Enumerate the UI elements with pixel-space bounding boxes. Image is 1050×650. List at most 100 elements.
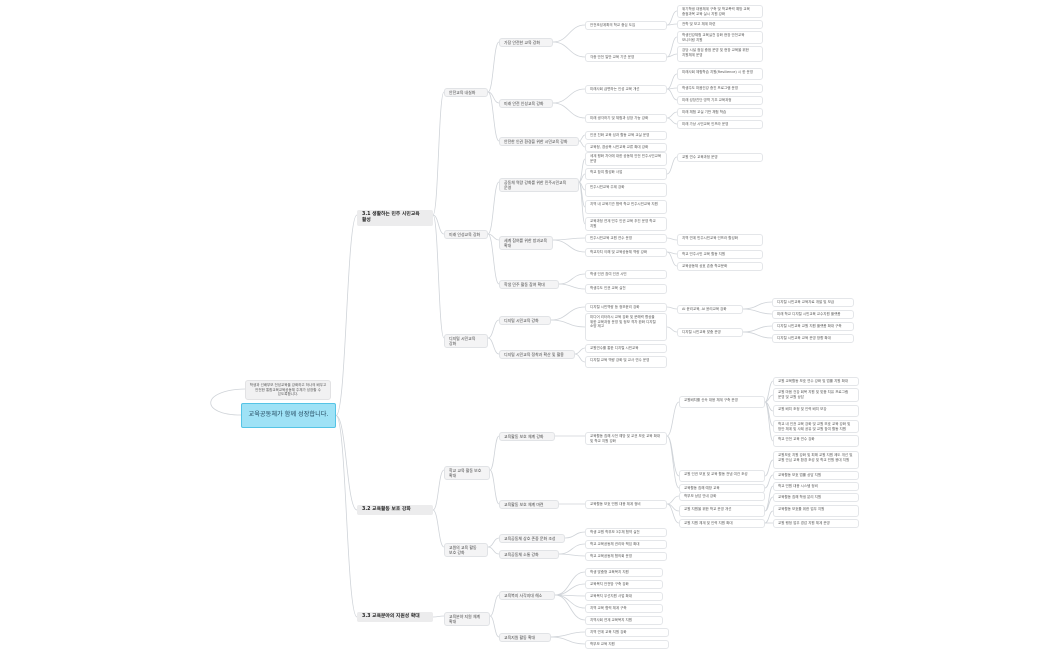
leaf-node[interactable]: 교원 연수 교육과정 운영 — [677, 153, 763, 162]
branch-node[interactable]: 교육분야 지원 체계 확대 — [444, 612, 490, 627]
leaf-node[interactable]: 학생 맞춤형 교육복지 지원 — [585, 568, 663, 577]
branch-node[interactable]: 교원의 교육 활동 보호 강화 — [444, 543, 488, 558]
leaf-node[interactable]: 교원 마음 건강 회복 지원 및 맞춤 치유 프로그램 운영 및 교원 상담 — [773, 388, 859, 402]
branch-node[interactable]: 학교 교육 활동 보호 확대 — [444, 466, 490, 481]
leaf-node[interactable]: 미래 가상 시민교육 인프라 운영 — [677, 120, 763, 129]
leaf-node[interactable]: 교육공동체 상호 존중 학교문화 — [677, 262, 763, 271]
leaf-node[interactable]: 미래 성장진단 영역 기초 교육과정 — [677, 96, 763, 105]
leaf-node[interactable]: 학교 민주시민 교육 활동 지원 — [677, 250, 763, 259]
leaf-node[interactable]: 교육활동 보호 민원 대응 체계 정비 — [585, 500, 667, 509]
leaf-node[interactable]: 민주시민교육 교원 연수 운영 — [585, 234, 667, 243]
leaf-node[interactable]: 학교 안전 교육 연수 강화 — [773, 435, 859, 447]
leaf-node[interactable]: 지역 연계 교육 지원 강화 — [585, 628, 669, 637]
branch-node[interactable]: 미래 인성교육 강화 — [444, 230, 488, 240]
leaf-node[interactable]: 교육복지 우선지원 사업 확대 — [585, 592, 663, 601]
leaf-node[interactable]: 학생주도 마음건강 증진 프로그램 운영 — [677, 84, 763, 93]
leaf-node[interactable]: 교육활동 침해 예방 교육 — [679, 484, 765, 493]
branch-node[interactable]: 디지털 시민교육 정착과 확산 및 활용 — [499, 350, 575, 360]
leaf-node[interactable]: 학생주도 인권 교육 실천 — [585, 284, 667, 294]
leaf-node[interactable]: 교육활동 보호를 위한 업무 지원 — [773, 505, 859, 517]
leaf-node[interactable]: 학교 교육공동체 권리와 책임 확대 — [585, 540, 667, 549]
leaf-node[interactable]: AI 윤리교육, AI 윤리교육 강화 — [677, 305, 743, 314]
leaf-node[interactable]: 교육청, 경상북 시민교육 교류 확대 강화 — [585, 143, 667, 152]
leaf-node[interactable]: 학생 인권 참여 인권 시민 — [585, 270, 667, 279]
leaf-node[interactable]: 지역 연계 민주시민교육 인프라 활성화 — [677, 234, 763, 246]
leaf-node[interactable]: 지역 교육 협력 체계 구축 — [585, 604, 663, 613]
leaf-node[interactable]: 안전조성계획의 학교 중심 도입 — [585, 21, 667, 30]
branch-node[interactable]: 교육활동 보호 체계 마련 — [499, 500, 559, 510]
leaf-node[interactable]: 디지털 시민역량 등 정보윤리 강화 — [585, 303, 667, 312]
leaf-node[interactable]: 교육과정 연계 민주 인권 교육 추진 운영 학교 지원 — [585, 217, 667, 231]
leaf-node[interactable]: 지역사회 연계 교육복지 지원 — [585, 616, 663, 625]
leaf-node[interactable]: 위기학생 대응체계 구축 및 학교폭력 예방 교육 중점과목 교육 실시 지원 … — [677, 5, 763, 19]
connector-line — [742, 301, 773, 310]
leaf-node[interactable]: 학부모 상담 안내 강화 — [679, 492, 765, 501]
leaf-node[interactable]: 세계 평화 차이에 대한 공동체 안전 민주시민교육 운영 — [585, 152, 667, 166]
leaf-node[interactable]: 교육복지 안전망 구축 강화 — [585, 580, 663, 589]
leaf-node[interactable]: 교원 행정 업무 경감 지원 체계 운영 — [773, 519, 859, 528]
branch-node[interactable]: 학생 민주 활동 참여 확대 — [499, 280, 559, 290]
leaf-node[interactable]: 학교 교육공동체 협의회 운영 — [585, 552, 667, 561]
leaf-node[interactable]: 교육활동 보호 법률 상담 지원 — [773, 471, 859, 480]
section-1[interactable]: 3.1 생활하는 민주 시민교육 활성 — [357, 210, 433, 227]
leaf-node[interactable]: 학교 내 인권 교육 강화 및 교원 보호 교육 강화 및 방안 체계 및 사례… — [773, 420, 859, 434]
leaf-node[interactable]: 미래사회 급변하는 인성 교육 개선 — [585, 85, 667, 94]
leaf-node[interactable]: 학부모 교육 지원 — [585, 640, 669, 649]
branch-node[interactable]: 안전교육 내실화 — [444, 88, 488, 98]
branch-node[interactable]: 안전한 인권 환경을 위한 시민교육 강화 — [499, 137, 579, 147]
leaf-node[interactable]: 교원 인권 보호 및 교육 활동 전념 여건 조성 — [679, 470, 765, 482]
branch-node[interactable]: 세계 참여를 위한 방과교육 확대 — [499, 236, 553, 251]
leaf-node[interactable]: 교원보호 지원 강화 및 피해 교원 지원 제도 개선 및 교원 안심 교육 환… — [773, 451, 859, 469]
leaf-node[interactable]: 교육활동 침해 학생 분리 지원 — [773, 493, 859, 502]
leaf-node[interactable]: 교원 지원 체계 및 인력 지원 확대 — [679, 519, 765, 528]
branch-node[interactable]: 교육활동 보호 체계 강화 — [499, 432, 555, 442]
leaf-node[interactable]: 미래사회 체험학습 지원(Resilience) 시 한 운영 — [677, 68, 763, 80]
leaf-node[interactable]: 학교자치 이해 및 교육공동체 역량 강화 — [585, 248, 667, 257]
leaf-node[interactable]: 지역 내 교육기관 협력 학교 민주시민교육 지원 — [585, 200, 667, 214]
leaf-node[interactable]: 학교 참여 활성화 사업 — [585, 168, 667, 180]
leaf-node[interactable]: 디지털 시민교육 맞춤 운영 — [677, 328, 743, 337]
branch-node[interactable]: 미래 안전 인성교육 강화 — [499, 99, 553, 109]
leaf-node[interactable]: 교원연수를 통한 디지털 시민교육 — [585, 344, 667, 353]
branch-node[interactable]: 공동체 역량 강화를 위한 민주시민교육 운영 — [499, 178, 579, 193]
leaf-node[interactable]: 미래 체험 교실 기반 체험 학습 — [677, 108, 763, 117]
connector-line — [550, 319, 586, 328]
section-3[interactable]: 3.3 교육분야의 지원성 확대 — [357, 612, 433, 623]
leaf-node[interactable]: 미래 생각하기 및 체험과 성장 가능 강화 — [585, 114, 667, 123]
leaf-node[interactable]: 전학 및 보고 체계 마련 — [677, 20, 763, 29]
root-note[interactable]: 학생과 선배부모 전성교육을 강화하고 하나의 배우고 안전한 통합교육교육공동… — [245, 380, 331, 400]
connector-line — [666, 306, 678, 310]
branch-node[interactable]: 디지털 시민교육 강화 — [499, 316, 551, 326]
leaf-node[interactable]: 학생건강체험 교육실천 강화 현장 안전교육 모니터링 지원 — [677, 31, 763, 45]
leaf-node[interactable]: 미디어 리터러시 교육 강화 및 문해력 향상을 위한 교육과정 운영 및 정보… — [585, 313, 667, 341]
leaf-node[interactable]: 교원 교육활동 보호 연수 강화 및 법률 지원 확대 — [773, 377, 859, 386]
leaf-node[interactable]: 디지털 시민교육 교육자료 개발 및 보급 — [772, 298, 854, 307]
root-node[interactable]: 교육공동체가 함께 성장합니다. — [241, 403, 336, 428]
leaf-node[interactable]: 교육활동 침해 사전 예방 및 교권 보호 교육 확대 및 학교 지원 강화 — [585, 432, 667, 446]
leaf-node[interactable]: 미래 학교 디지털 시민교육 교수지원 플랫폼 — [772, 310, 854, 319]
branch-node[interactable]: 교육공동체 상호 존중 문화 조성 — [499, 534, 565, 544]
connector-line — [666, 326, 678, 333]
leaf-node[interactable]: 학생 교원 학부모 3주체 협약 실천 — [585, 528, 667, 537]
connector-line — [552, 239, 586, 253]
section-2[interactable]: 3.2 교육활동 보호 강화 — [357, 505, 433, 516]
leaf-node[interactable]: 디지털 시민교육 교육 운영 방향 확대 — [772, 334, 854, 343]
connector-line — [554, 594, 586, 609]
leaf-node[interactable]: 민주시민교육 주제 강화 — [585, 183, 667, 197]
branch-node[interactable]: 디지털 시민교육 강화 — [444, 334, 488, 349]
leaf-node[interactable]: 교원 배치 조정 및 인력 배치 보강 — [773, 405, 859, 417]
connector-line — [666, 435, 680, 477]
branch-node[interactable]: 교육공동체 소통 강화 — [499, 550, 559, 560]
leaf-node[interactable]: 교원배치를 신속 대응 체계 구축 운영 — [679, 396, 765, 408]
leaf-node[interactable]: 인권 친화 교육 성과 활동 교육 교실 운영 — [585, 131, 667, 140]
branch-node[interactable]: 가장 안전한 교육 강화 — [499, 38, 553, 48]
leaf-node[interactable]: 교원 지원을 위한 학교 운영 개선 — [679, 505, 765, 517]
leaf-node[interactable]: 디지털 시민교육 교원 지원 플랫폼 확대 구축 — [772, 322, 854, 331]
leaf-node[interactable]: 학교 민원 대응 시스템 정비 — [773, 482, 859, 491]
connector-line — [432, 214, 445, 339]
leaf-node[interactable]: 각종 안전 일반 교육 기관 운영 — [585, 53, 667, 62]
leaf-node[interactable]: 강당 시설 점검 중점 운영 및 현장 교육을 위한 지원체계 운영 — [677, 46, 763, 62]
branch-node[interactable]: 교육복지 사각지대 해소 — [499, 591, 555, 601]
leaf-node[interactable]: 디지털 교육 역량 강화 및 교사 연수 운영 — [585, 356, 667, 368]
branch-node[interactable]: 교육지원 활동 확대 — [499, 633, 551, 643]
